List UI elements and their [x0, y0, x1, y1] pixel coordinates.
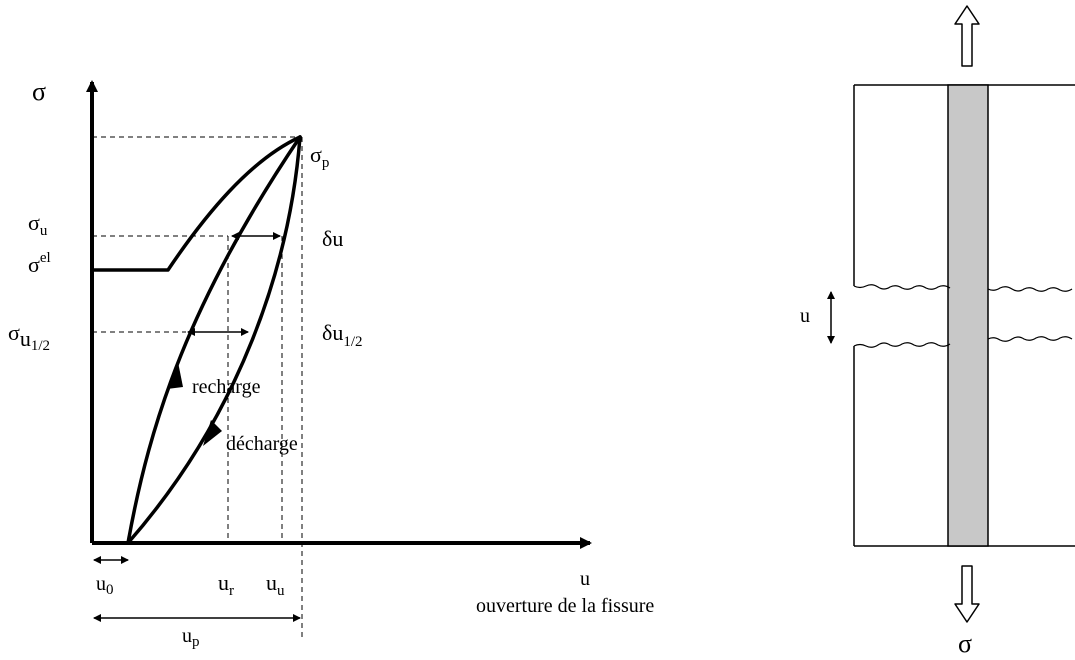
specimen-diagram: u σ [800, 5, 1075, 658]
opening-label: u [800, 305, 810, 327]
crack-upper-left [853, 284, 951, 290]
sigma-p-label: σp [310, 142, 329, 171]
ur-label: ur [218, 570, 234, 599]
crack-upper-right [987, 286, 1073, 292]
delta-arrows [93, 232, 301, 622]
sigma-u-label: σu [28, 210, 48, 239]
up-label: up [182, 625, 200, 650]
crack [853, 284, 1073, 348]
hysteresis-diagram: σ σp σu σel σu1/2 δu δu1/2 recharge déch… [8, 77, 654, 650]
u0-label: u0 [96, 573, 114, 598]
unload-curve [126, 135, 302, 545]
sigma-u-half-label: σu1/2 [8, 320, 50, 354]
initial-load-curve [90, 135, 302, 272]
reload-curve [126, 135, 302, 545]
reload-arrow-icon [167, 362, 183, 389]
x-axis-label: u [580, 568, 590, 590]
guide-lines [92, 136, 303, 640]
stress-label: σ [958, 629, 972, 658]
delta-u-label: δu [322, 226, 343, 251]
bottom-tension-arrow-icon [954, 565, 980, 623]
fiber [947, 84, 989, 547]
crack-lower-left [853, 342, 951, 348]
crack-lower-right [987, 336, 1073, 342]
recharge-label: recharge [192, 376, 261, 398]
delta-u-half-label: δu1/2 [322, 320, 363, 350]
uu-label: uu [266, 570, 285, 599]
decharge-label: décharge [226, 433, 298, 455]
stress-curves [90, 135, 302, 545]
y-axis-label: σ [32, 77, 46, 106]
sigma-el-label: σel [28, 250, 51, 277]
x-axis-caption: ouverture de la fissure [476, 595, 654, 617]
top-tension-arrow-icon [954, 5, 980, 67]
unload-arrow-icon [203, 420, 222, 446]
